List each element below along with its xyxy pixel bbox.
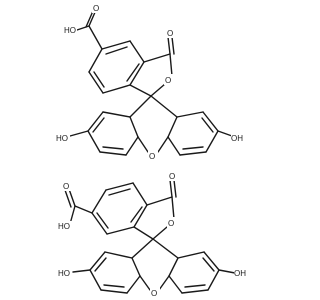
molecule-2-left-hydroxyl-label: HO [58,269,70,278]
molecule-2-carbonyl-oxygen-label: O [169,172,175,181]
molecule-2-xanthene [72,238,236,294]
molecule-1-carboxyl-oh-label: HO [64,26,76,35]
structure-canvas: HO O O O HO OH O [56,3,248,298]
molecule-1-right-hydroxyl-label: OH [231,134,243,143]
molecule-1-xanthene-oxygen-label: O [149,152,155,161]
molecule-2-lactone-ring [133,179,177,240]
molecule-2-right-hydroxyl-label: OH [234,269,246,278]
molecule-1-carbonyl-oxygen-label: O [167,29,173,38]
molecule-2-carboxyl-group [64,188,93,225]
molecule-1-lactone-ring [129,36,175,97]
chemical-structures-drawing: HO O O O HO OH O [56,3,248,298]
molecule-1-benzene-ring [88,40,145,94]
molecule-2-xanthene-oxygen-label: O [151,289,157,298]
molecule-1-carboxyl-group [76,9,103,50]
molecule-1: HO O O O HO OH O [56,3,245,161]
molecule-2-acid-oxygen-label: O [63,182,69,191]
molecule-2-carboxyl-oh-label: HO [58,222,70,231]
molecule-1-acid-oxygen-label: O [93,4,99,13]
molecule-1-lactone-oxygen-label: O [165,76,171,85]
molecule-2-benzene-ring [91,182,148,235]
molecule-2-lactone-oxygen-label: O [168,219,174,228]
molecule-1-left-hydroxyl-label: HO [56,134,68,143]
molecule-1-xanthene [69,95,233,156]
molecule-2: HO O O O O HO OH [58,171,248,298]
